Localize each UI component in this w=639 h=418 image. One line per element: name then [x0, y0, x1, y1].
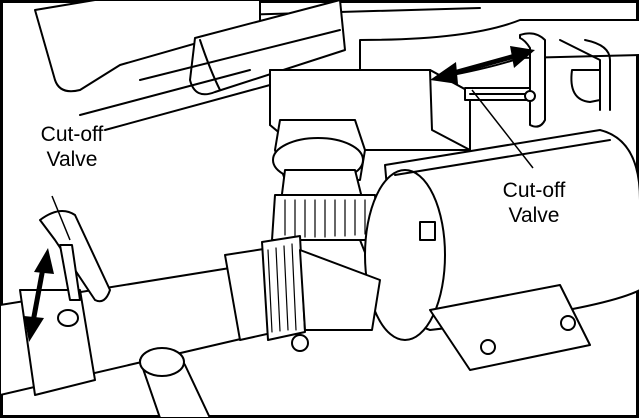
pump-motor — [364, 129, 639, 371]
left-callout-line1: Cut-off — [40, 123, 104, 146]
upper-cutoff-valve — [269, 32, 546, 151]
left-arrow-head-top — [34, 248, 54, 274]
upper-arrow-shaft — [449, 53, 516, 77]
right-callout-line2: Valve — [508, 204, 560, 227]
left-arrow-head-bottom — [24, 316, 44, 342]
right-callout-line1: Cut-off — [502, 179, 566, 202]
upper-arrow-head-right — [510, 46, 535, 68]
left-callout-label: Cut-off Valve — [22, 122, 122, 172]
left-cutoff-valve — [19, 210, 111, 396]
motion-arrows — [24, 46, 535, 342]
right-callout-label: Cut-off Valve — [484, 178, 584, 228]
left-callout-leader — [51, 195, 71, 241]
lower-hose — [139, 347, 211, 418]
left-callout-line2: Valve — [46, 148, 98, 171]
left-arrow-shaft — [30, 267, 46, 323]
upper-arrow-head-left — [430, 62, 458, 84]
right-callout-leader — [471, 89, 534, 169]
upper-hose — [34, 0, 346, 131]
